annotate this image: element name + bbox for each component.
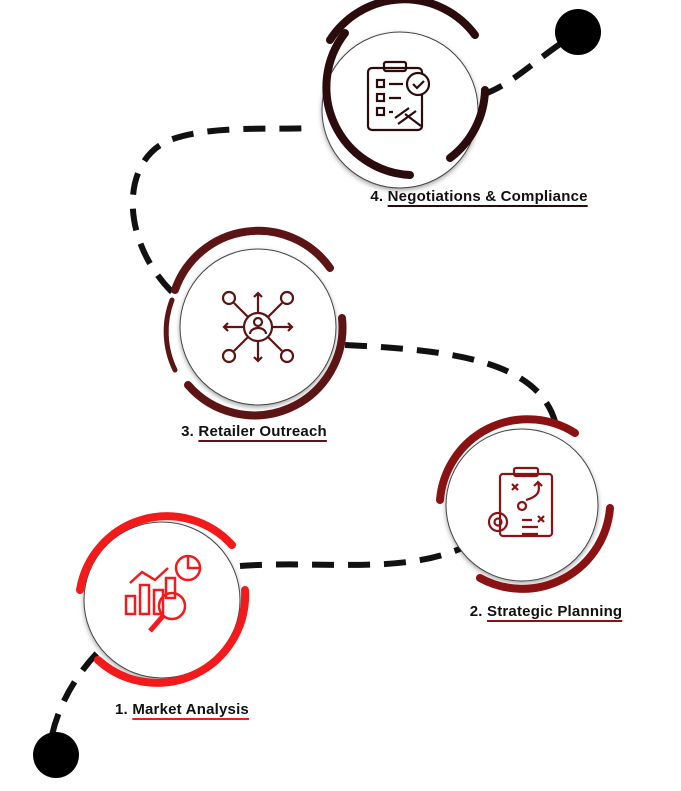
step-number: 4. [370,188,384,205]
step-3-label: 3. Retailer Outreach [181,423,327,440]
step-number: 2. [469,603,483,620]
market-analysis-icon [124,554,202,633]
step-4-label: 4. Negotiations & Compliance [370,188,587,205]
step-number: 3. [181,423,195,440]
step-title: Negotiations & Compliance [387,188,588,205]
step-1-label: 1. Market Analysis [115,701,249,718]
step-3-node [163,226,347,420]
step-2-label: 2. Strategic Planning [470,603,623,620]
network-outreach-icon [221,290,295,364]
step-1-node [76,512,250,687]
end-dot [555,9,601,55]
step-title: Market Analysis [132,701,249,718]
step-number: 1. [115,701,128,718]
dashed-path [49,41,562,736]
step-2-node [436,415,614,593]
step-title: Strategic Planning [487,603,623,620]
strategy-plan-icon [487,466,554,538]
step-title: Retailer Outreach [198,423,327,440]
step-4-node [321,0,489,189]
start-dot [33,732,79,778]
clipboard-gavel-icon [366,60,431,132]
